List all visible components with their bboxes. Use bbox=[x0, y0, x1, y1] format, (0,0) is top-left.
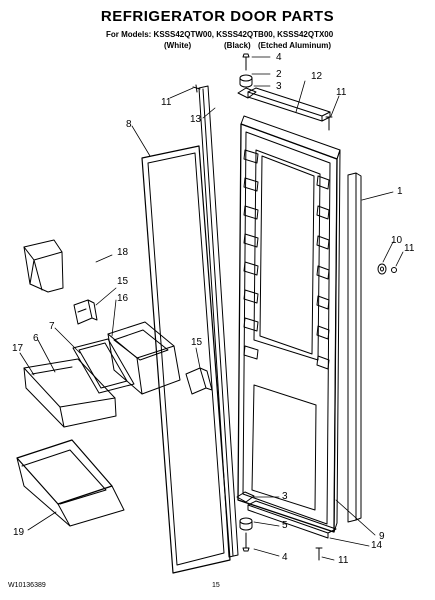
callout-13: 13 bbox=[190, 114, 202, 125]
callout-2: 2 bbox=[276, 69, 282, 80]
callout-11-bottom: 11 bbox=[338, 555, 349, 566]
washer-part bbox=[377, 263, 387, 275]
callout-14: 14 bbox=[371, 540, 383, 551]
callout-3-top: 3 bbox=[276, 81, 282, 92]
callout-8: 8 bbox=[126, 119, 132, 130]
callout-9: 9 bbox=[379, 531, 385, 542]
upper-hinge-hardware bbox=[237, 53, 257, 99]
leader-lines bbox=[19, 56, 404, 561]
callout-7: 7 bbox=[49, 321, 55, 332]
callout-4-top: 4 bbox=[276, 52, 282, 63]
top-cap-part bbox=[247, 87, 331, 122]
callout-4-bottom: 4 bbox=[282, 552, 288, 563]
compartment-door-part bbox=[72, 338, 135, 394]
callout-10: 10 bbox=[391, 235, 403, 246]
variant-black: (Black) bbox=[224, 41, 251, 50]
callout-3-bottom: 3 bbox=[282, 491, 288, 502]
door-strip-part bbox=[198, 85, 239, 558]
callout-17: 17 bbox=[12, 343, 24, 354]
bottom-cap-part bbox=[247, 500, 337, 539]
door-gasket-part bbox=[141, 145, 231, 574]
callout-1: 1 bbox=[397, 186, 403, 197]
callout-19: 19 bbox=[13, 527, 25, 538]
document-number: W10136389 bbox=[8, 582, 46, 589]
door-bin-part-19 bbox=[16, 439, 125, 527]
callout-11-top-left: 11 bbox=[161, 97, 172, 108]
lower-hinge-hardware bbox=[236, 491, 255, 552]
page-number: 15 bbox=[212, 582, 220, 589]
side-trim-part bbox=[347, 172, 362, 523]
bin-end-cap-lower bbox=[185, 367, 213, 395]
dairy-compartment-part bbox=[107, 321, 181, 395]
bin-end-cap-upper bbox=[73, 299, 98, 325]
model-list: For Models: KSSS42QTW00, KSSS42QTB00, KS… bbox=[106, 30, 334, 39]
variant-etched-aluminum: (Etched Aluminum) bbox=[258, 41, 332, 50]
callout-18: 18 bbox=[117, 247, 129, 258]
door-liner-part bbox=[237, 115, 341, 533]
callout-11-top-right: 11 bbox=[336, 87, 347, 98]
page-title: REFRIGERATOR DOOR PARTS bbox=[100, 8, 335, 25]
variant-white: (White) bbox=[164, 41, 192, 50]
callout-15-upper: 15 bbox=[117, 276, 129, 287]
screws bbox=[192, 84, 397, 561]
door-bin-part-18 bbox=[23, 239, 64, 293]
callout-6: 6 bbox=[33, 333, 39, 344]
door-shelf-part-17 bbox=[23, 358, 117, 428]
callout-11-side: 11 bbox=[404, 243, 415, 254]
callout-5: 5 bbox=[282, 520, 288, 531]
callout-12: 12 bbox=[311, 71, 323, 82]
callout-16: 16 bbox=[117, 293, 129, 304]
callout-15-lower: 15 bbox=[191, 337, 203, 348]
